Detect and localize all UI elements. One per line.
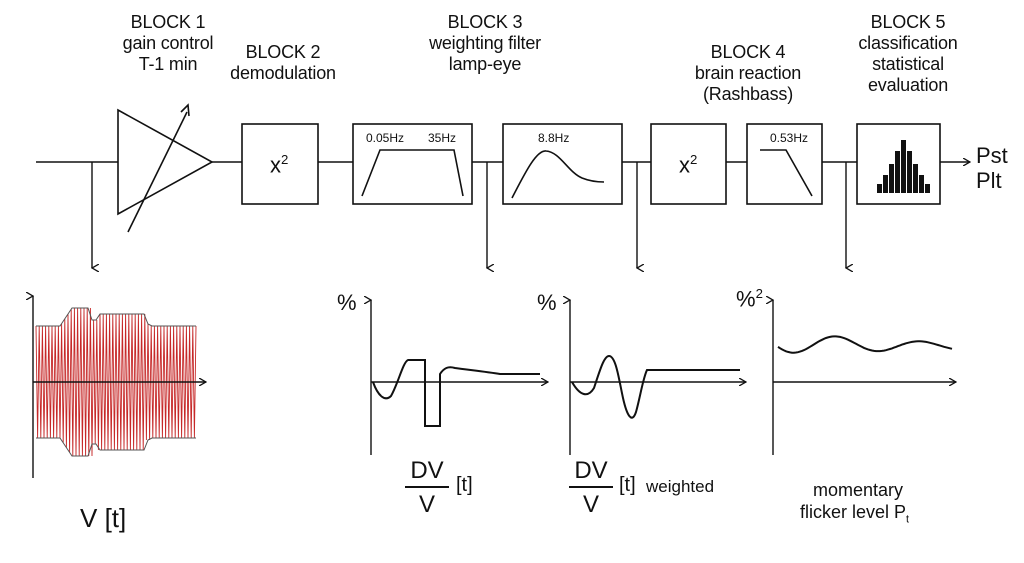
block3-line1: weighting filter: [429, 33, 541, 53]
block5-line3: evaluation: [867, 75, 949, 95]
lowpass-label: 0.53Hz: [770, 131, 809, 145]
block4-title: BLOCK 4: [710, 42, 786, 62]
block1-line1: gain control: [122, 33, 214, 53]
dv-fraction-2: DV V: [569, 458, 613, 518]
plot4-unit: %2: [736, 286, 763, 312]
block5-line2: statistical: [872, 54, 944, 74]
histogram-icon: [877, 140, 930, 193]
block5-title: BLOCK 5: [870, 12, 946, 32]
block1-header: BLOCK 1 gain control T-1 min: [118, 12, 218, 75]
block2-line1: demodulation: [230, 63, 336, 83]
voltage-waveform-plot: [33, 296, 206, 478]
square2-label: x2: [679, 152, 697, 178]
dv1-suffix: [t]: [456, 474, 473, 496]
lowpass-curve: [760, 149, 813, 197]
square2-exponent: 2: [690, 152, 698, 167]
block1-line2: T-1 min: [138, 54, 198, 74]
dv2-suffix: [t]: [619, 474, 636, 496]
square1-base: x: [270, 152, 281, 178]
weighting-curve: [511, 150, 605, 199]
plot3-unit: %: [537, 290, 557, 315]
bandpass-curve: [361, 149, 464, 197]
square2-base: x: [679, 152, 690, 178]
block3-line2: lamp-eye: [448, 54, 522, 74]
weighting-filter-box: [502, 123, 623, 205]
block1-title: BLOCK 1: [130, 12, 206, 32]
bandpass-filter-box: [352, 123, 473, 205]
block4-header: BLOCK 4 brain reaction (Rashbass): [678, 42, 818, 105]
dv-fraction-1: DV V: [405, 458, 449, 518]
block4-line2: (Rashbass): [702, 84, 794, 104]
plot4-unit-base: %: [736, 286, 756, 312]
square-box: [650, 123, 727, 205]
plot2-unit: %: [337, 290, 357, 315]
flicker-level-plot: [773, 300, 956, 455]
flicker-label-text: flicker level P: [800, 502, 907, 522]
block3-header: BLOCK 3 weighting filter lamp-eye: [405, 12, 565, 75]
block2-header: BLOCK 2 demodulation: [218, 42, 348, 84]
bandpass-high-label: 35Hz: [428, 131, 457, 145]
dv2-denominator: V: [582, 491, 599, 518]
flicker-label-line1: momentary: [813, 480, 904, 500]
block4-line1: brain reaction: [694, 63, 802, 83]
square1-exponent: 2: [281, 152, 289, 167]
dv1-numerator: DV: [410, 457, 444, 484]
plot4-unit-exponent: 2: [755, 286, 763, 301]
demodulated-plot: [371, 300, 548, 455]
weighting-peak-label: 8.8Hz: [538, 131, 570, 145]
output-plt: Plt: [976, 168, 1002, 193]
block3-title: BLOCK 3: [447, 12, 523, 32]
demodulation-box: [241, 123, 319, 205]
block5-line1: classification: [858, 33, 958, 53]
dv1-denominator: V: [418, 491, 435, 518]
dv2-fraction-bar: [569, 486, 613, 488]
tap-arrows: [92, 162, 846, 268]
block5-header: BLOCK 5 classification statistical evalu…: [838, 12, 978, 96]
bandpass-low-label: 0.05Hz: [366, 131, 405, 145]
flicker-label-subscript: t: [906, 513, 910, 526]
output-pst: Pst: [976, 143, 1008, 168]
dv2-numerator: DV: [574, 457, 608, 484]
flicker-label-line2: flicker level Pt: [800, 502, 909, 526]
gain-control-amplifier: [117, 103, 214, 233]
square1-label: x2: [270, 152, 288, 178]
dv1-fraction-bar: [405, 486, 449, 488]
dv2-weighted: weighted: [646, 477, 715, 496]
block2-title: BLOCK 2: [245, 42, 321, 62]
weighted-plot: [570, 300, 746, 455]
vt-label: V [t]: [80, 503, 127, 533]
